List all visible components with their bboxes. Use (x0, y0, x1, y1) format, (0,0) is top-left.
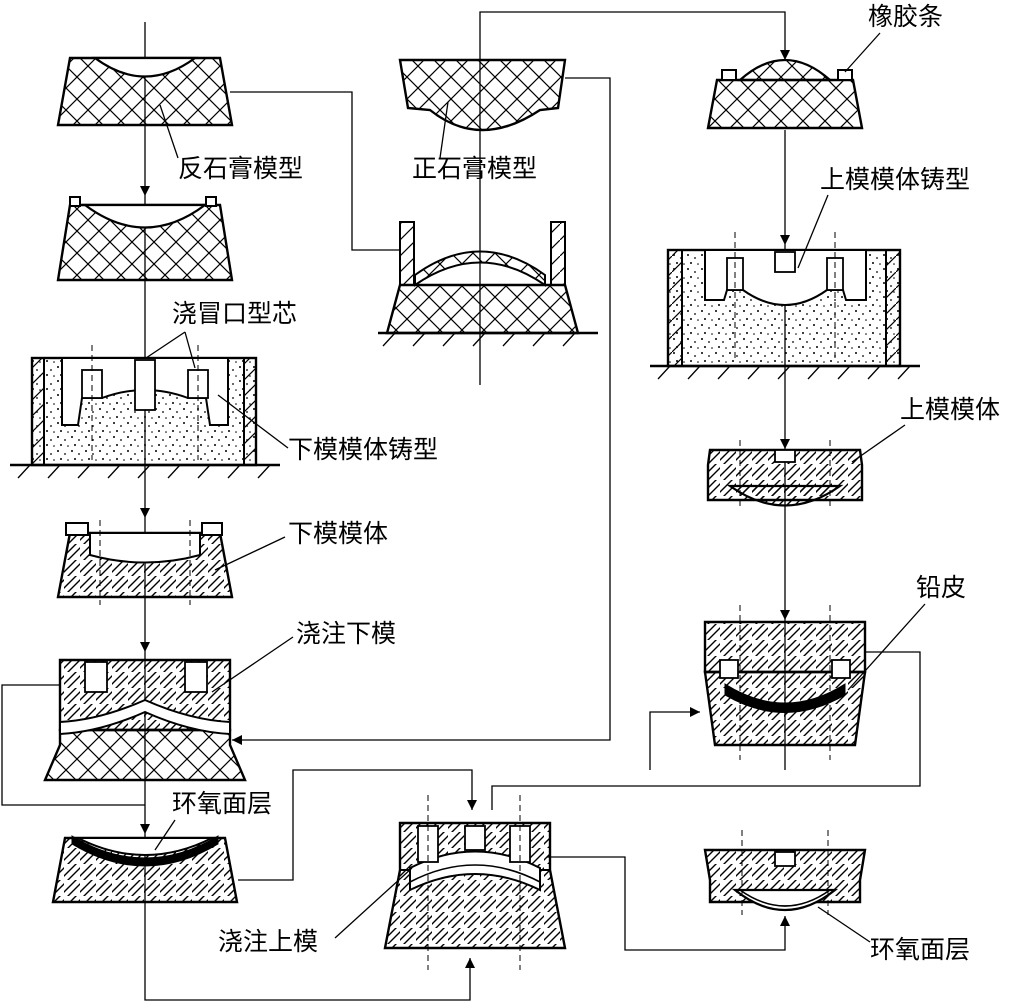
upper-mold-casting-label: 上模模体铸型 (820, 165, 970, 194)
upper-mold-casting-shape (650, 232, 920, 380)
label-lead-sheet: 铅皮 (847, 573, 966, 691)
positive-model-frame-shape (378, 221, 598, 347)
lead-sheet-assembly-shape (703, 605, 867, 760)
label-rubber-strip: 橡胶条 (844, 2, 943, 73)
pour-lower-mold-shape (43, 658, 247, 782)
rubber-strip-model-shape (706, 59, 864, 130)
lead-sheet-label: 铅皮 (916, 573, 966, 602)
lower-mold-casting-shape (10, 345, 280, 479)
label-upper-mold-casting: 上模模体铸型 (797, 165, 970, 269)
positive-plaster-model-shape (398, 58, 567, 132)
pour-upper-mold-shape (383, 795, 567, 970)
label-pour-upper-mold: 浇注上模 (218, 867, 413, 956)
label-sprue-riser-core: 浇冒口型芯 (145, 299, 297, 369)
label-epoxy-right: 环氧面层 (817, 906, 970, 964)
lower-mold-casting-label: 下模模体铸型 (288, 435, 438, 464)
label-reverse-plaster-model: 反石膏模型 (159, 104, 303, 183)
reverse-plaster-model-label: 反石膏模型 (178, 154, 303, 183)
label-lower-mold-body: 下模模体 (214, 519, 388, 571)
pour-lower-mold-label: 浇注下模 (296, 619, 396, 648)
label-pour-lower-mold: 浇注下模 (211, 619, 396, 693)
lower-mold-body-shape (56, 520, 234, 605)
reverse-plaster-model-shape (56, 56, 234, 127)
flow-lines (1, 11, 921, 1001)
epoxy-surface-layer-left-label: 环氧面层 (172, 789, 272, 818)
label-upper-mold-body: 上模模体 (851, 395, 1000, 463)
label-epoxy-left: 环氧面层 (154, 789, 272, 851)
upper-mold-body-shape (706, 440, 864, 510)
sprue-riser-core-label: 浇冒口型芯 (172, 299, 297, 328)
lower-mold-body-label: 下模模体 (288, 519, 388, 548)
reverse-model-with-strips-shape (56, 196, 234, 282)
positive-plaster-model-label: 正石膏模型 (412, 154, 537, 183)
label-lower-mold-casting: 下模模体铸型 (217, 394, 438, 464)
label-positive-plaster-model: 正石膏模型 (412, 101, 537, 183)
upper-mold-body-label: 上模模体 (900, 395, 1000, 424)
epoxy-lower-shape (51, 835, 239, 904)
epoxy-upper-shape (703, 830, 867, 915)
pour-upper-mold-label: 浇注上模 (218, 927, 318, 956)
epoxy-surface-layer-right-label: 环氧面层 (870, 935, 970, 964)
rubber-strip-label: 橡胶条 (868, 2, 943, 31)
